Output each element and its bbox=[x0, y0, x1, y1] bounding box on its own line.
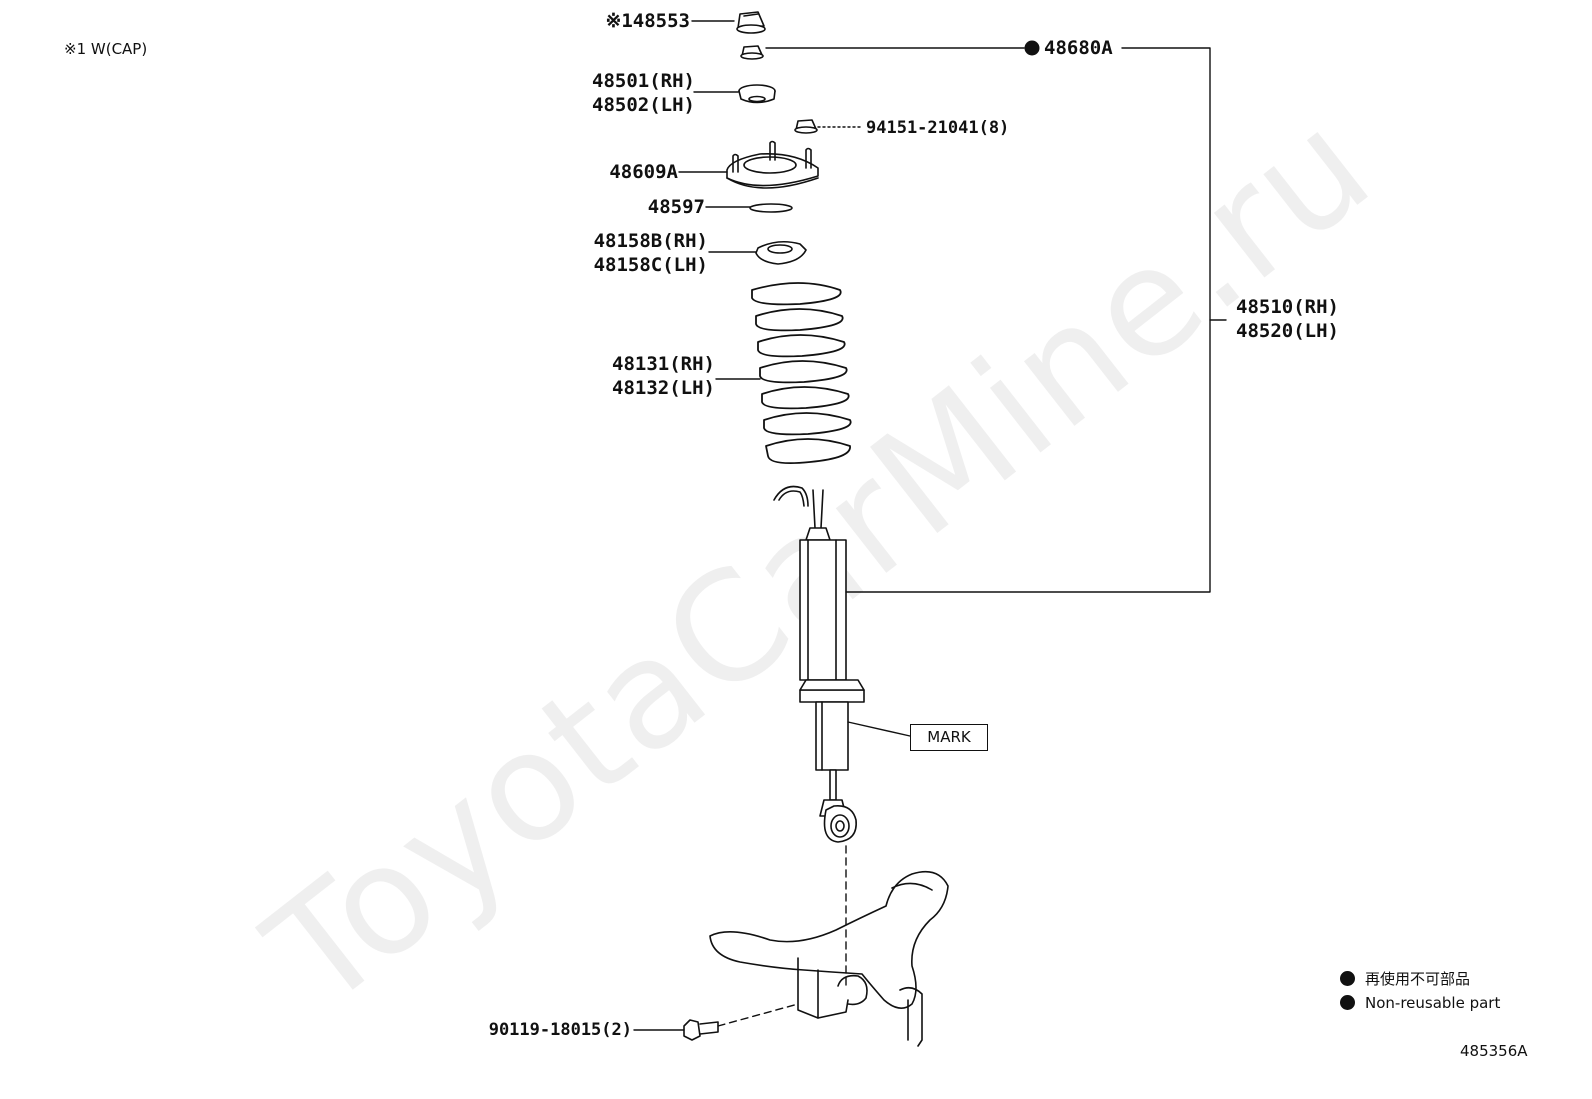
legend-text-en: Non-reusable part bbox=[1365, 994, 1501, 1012]
coil-spring-part bbox=[751, 282, 852, 465]
part-label-bearing[interactable]: 48501(RH) 48502(LH) bbox=[580, 69, 695, 117]
shock-absorber-part bbox=[773, 485, 865, 843]
cap-part bbox=[736, 11, 766, 34]
part-label-insulator[interactable]: 48597 bbox=[647, 196, 705, 218]
part-label-coil-spring[interactable]: 48131(RH) 48132(LH) bbox=[596, 352, 715, 400]
part-label-bearing-lh: 48502(LH) bbox=[592, 94, 695, 116]
mark-callout: MARK bbox=[910, 724, 988, 751]
part-label-spring-seat-lh: 48158C(LH) bbox=[593, 254, 708, 276]
part-label-bearing-rh: 48501(RH) bbox=[592, 70, 695, 92]
part-label-support-nut[interactable]: 94151-21041(8) bbox=[866, 118, 1010, 138]
non-reusable-dot-icon bbox=[1024, 40, 1040, 56]
assembly-lines bbox=[717, 845, 847, 1027]
part-label-coil-spring-lh: 48132(LH) bbox=[612, 377, 715, 399]
note-w-cap: ※1 W(CAP) bbox=[64, 40, 148, 58]
part-label-support[interactable]: 48609A bbox=[609, 161, 678, 183]
legend-text-jp: 再使用不可部品 bbox=[1365, 970, 1471, 988]
leader-lines bbox=[633, 20, 1227, 1031]
legend-dot-icon bbox=[1340, 971, 1355, 986]
spring-seat-part bbox=[755, 240, 807, 265]
part-label-spring-seat[interactable]: 48158B(RH) 48158C(LH) bbox=[580, 229, 708, 277]
support-nut-part bbox=[794, 119, 818, 134]
part-label-nut[interactable]: 48680A bbox=[1044, 37, 1113, 59]
nut-part bbox=[740, 45, 764, 60]
lower-arm-part bbox=[709, 870, 949, 1047]
support-part bbox=[726, 140, 819, 189]
legend-row-en: Non-reusable part bbox=[1340, 994, 1500, 1012]
part-label-shock-absorber[interactable]: 48510(RH) 48520(LH) bbox=[1236, 295, 1339, 343]
part-label-coil-spring-rh: 48131(RH) bbox=[612, 353, 715, 375]
bearing-part bbox=[738, 84, 776, 104]
part-label-shock-absorber-rh: 48510(RH) bbox=[1236, 296, 1339, 318]
legend-row-jp: 再使用不可部品 bbox=[1340, 970, 1470, 988]
diagram-code: 485356A bbox=[1460, 1042, 1528, 1060]
bolt-part bbox=[683, 1019, 719, 1041]
part-label-bolt[interactable]: 90119-18015(2) bbox=[488, 1020, 632, 1040]
legend-dot-icon bbox=[1340, 995, 1355, 1010]
part-label-shock-absorber-lh: 48520(LH) bbox=[1236, 320, 1339, 342]
insulator-part bbox=[749, 203, 793, 213]
part-label-cap[interactable]: ※148553 bbox=[605, 10, 690, 32]
part-label-spring-seat-rh: 48158B(RH) bbox=[593, 230, 708, 252]
